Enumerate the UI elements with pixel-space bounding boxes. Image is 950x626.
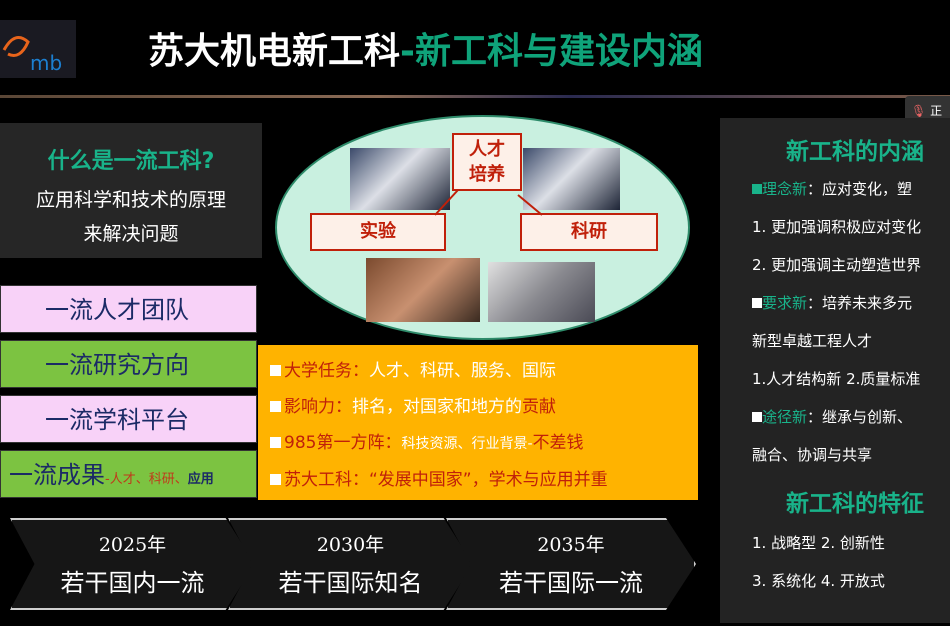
what-box: 什么是一流工科? 应用科学和技术的原理 来解决问题: [0, 123, 262, 258]
title-main: 苏大机电新工科: [148, 31, 401, 72]
graduates-photo: [523, 148, 620, 210]
features-heading: 新工科的特征: [786, 491, 924, 517]
research-label: 科研: [520, 213, 658, 251]
divider: [0, 95, 950, 98]
graduates-photo: [350, 148, 450, 210]
tier-results-sub: -人才、科研、: [105, 472, 188, 487]
experiment-label: 实验: [310, 213, 446, 251]
slide-title: 苏大机电新工科-新工科与建设内涵: [148, 22, 703, 74]
right-line: 途径新：继承与创新、: [752, 398, 950, 436]
logo: mb: [0, 20, 76, 78]
orange-item: 大学任务：人才、科研、服务、国际: [270, 353, 686, 389]
right-line: 新型卓越工程人才: [752, 332, 873, 350]
what-heading: 什么是一流工科?: [47, 149, 215, 174]
tier-results-main: 一流成果: [9, 461, 105, 489]
arrows-icon: [434, 189, 543, 216]
right-panel: 新工科的内涵 理念新：应对变化，塑 1. 更加强调积极应对变化 2. 更加强调主…: [720, 118, 950, 623]
lab-photo: [488, 262, 595, 322]
orange-item: 苏大工科：“发展中国家”，学术与应用并重: [270, 462, 686, 498]
right-line: 理念新：应对变化，塑: [752, 170, 950, 208]
connotation-heading: 新工科的内涵: [786, 139, 924, 165]
what-line: 来解决问题: [83, 223, 179, 245]
timeline-2035: 2035年若干国际一流: [446, 518, 696, 610]
lab-photo: [366, 258, 480, 322]
mic-muted-icon[interactable]: 🎙: [911, 104, 927, 118]
timeline-2030: 2030年若干国际知名: [228, 518, 473, 610]
title-sub: -新工科与建设内涵: [400, 31, 703, 72]
right-line: 要求新：培养未来多元: [752, 284, 950, 322]
tier-platform: 一流学科平台: [0, 395, 257, 443]
right-line: 3. 系统化 4. 开放式: [752, 572, 885, 590]
tier-talent: 一流人才团队: [0, 285, 257, 333]
toolbar-label: 正: [930, 104, 943, 118]
orange-box: 大学任务：人才、科研、服务、国际 影响力：排名，对国家和地方的贡献 985第一方…: [258, 345, 698, 500]
timeline-2025: 2025年若干国内一流: [10, 518, 255, 610]
svg-text:mb: mb: [30, 51, 62, 75]
tier-research: 一流研究方向: [0, 340, 257, 388]
orange-item: 影响力：排名，对国家和地方的贡献: [270, 389, 686, 425]
orange-item: 985第一方阵：科技资源、行业背景-不差钱: [270, 425, 686, 462]
right-line: 融合、协调与共享: [752, 446, 873, 464]
right-line: 1. 战略型 2. 创新性: [752, 534, 885, 552]
tier-results-sub2: 应用: [187, 472, 214, 487]
what-line: 应用科学和技术的原理: [35, 189, 226, 211]
right-line: 2. 更加强调主动塑造世界: [752, 256, 922, 274]
right-line: 1.人才结构新 2.质量标准: [752, 370, 921, 388]
right-line: 1. 更加强调积极应对变化: [752, 218, 922, 236]
tier-results: 一流成果-人才、科研、应用: [0, 450, 257, 498]
talent-label: 人才 培养: [452, 133, 522, 191]
